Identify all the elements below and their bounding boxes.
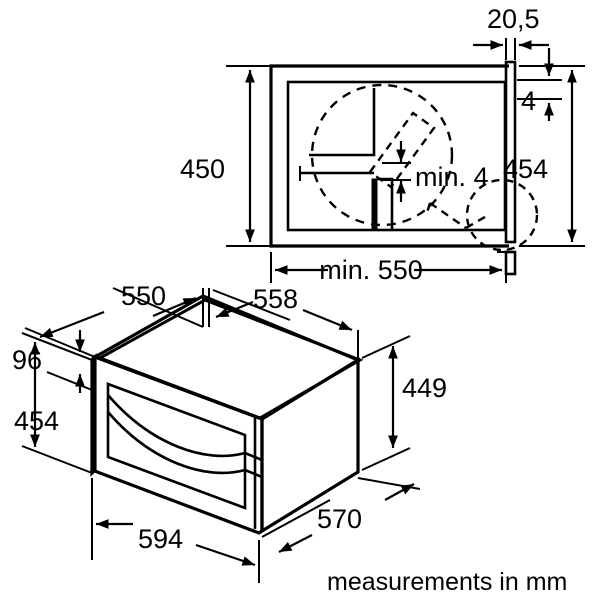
label-594: 594 xyxy=(138,524,183,554)
label-min-4: min. 4 xyxy=(415,162,489,192)
hinge-bracket-upper xyxy=(309,88,376,157)
niche-outer-outline xyxy=(269,64,509,248)
hinge-arm-dashed xyxy=(368,111,436,189)
dimension-558: 558 xyxy=(208,284,359,368)
label-550: 550 xyxy=(121,281,166,311)
door-swing-arc-secondary xyxy=(465,178,539,252)
label-450: 450 xyxy=(180,154,225,184)
perspective-view-group: 550 558 96 454 xyxy=(12,281,447,583)
dimension-449: 449 xyxy=(361,335,447,471)
dimension-450: 450 xyxy=(180,65,276,247)
label-454-left: 454 xyxy=(14,406,59,436)
label-454-top: 454 xyxy=(503,154,548,184)
label-96: 96 xyxy=(12,345,42,375)
door-swing-arc-main xyxy=(310,83,454,227)
label-min-550: min. 550 xyxy=(319,255,423,285)
dimension-570: 570 xyxy=(261,477,421,553)
dimension-550: 550 xyxy=(24,281,204,358)
label-4: 4 xyxy=(521,86,536,116)
label-449: 449 xyxy=(402,373,447,403)
door-swing-link-dashed xyxy=(424,202,491,230)
label-20-5: 20,5 xyxy=(487,4,540,34)
door-window-frame xyxy=(106,382,247,510)
dimension-20-5: 20,5 xyxy=(473,4,549,60)
hinge-bracket-lower xyxy=(299,166,374,181)
label-558: 558 xyxy=(253,284,298,314)
label-570: 570 xyxy=(317,504,362,534)
door-front-plate xyxy=(90,353,97,477)
dimension-4: 4 xyxy=(517,48,562,121)
dimension-454-left: 454 xyxy=(14,332,93,474)
dimension-min-4: min. 4 xyxy=(382,141,489,202)
door-panel-top-view xyxy=(504,60,517,244)
dimension-min-550: min. 550 xyxy=(270,252,507,285)
measurement-units-note: measurements in mm xyxy=(327,568,567,596)
top-view-group: min. 4 450 454 20,5 xyxy=(180,4,585,285)
dimension-594: 594 xyxy=(91,478,260,583)
door-handle-bands xyxy=(107,394,263,479)
